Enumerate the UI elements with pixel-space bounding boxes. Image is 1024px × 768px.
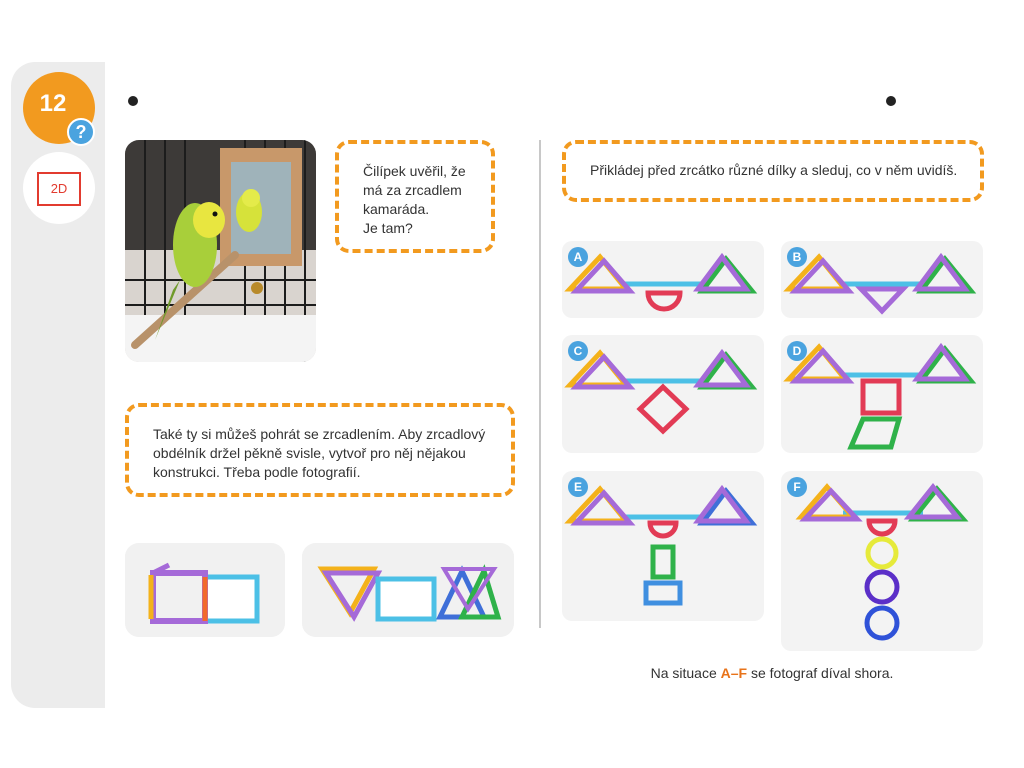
mirror-tile-b: B bbox=[781, 241, 983, 318]
mirror-tile-e: E bbox=[562, 471, 764, 621]
caption-highlight: A–F bbox=[720, 665, 748, 681]
page-number: 12 bbox=[39, 90, 67, 117]
bubble-line-2: má za zrcadlem bbox=[363, 182, 462, 198]
mirror-tile-d: D bbox=[781, 335, 983, 453]
pieces-instruction-text: Přikládej před zrcátko různé dílky a sle… bbox=[590, 162, 958, 178]
tile-label-b: B bbox=[787, 247, 807, 267]
bubble-line-4: Je tam? bbox=[363, 220, 413, 236]
tile-label-a: A bbox=[568, 247, 588, 267]
pieces-instruction-box: Přikládej před zrcátko různé dílky a sle… bbox=[562, 140, 984, 202]
tiles-caption: Na situace A–F se fotograf díval shora. bbox=[560, 665, 984, 681]
tile-label-c: C bbox=[568, 341, 588, 361]
bubble-line-1: Čilípek uvěřil, že bbox=[363, 163, 466, 179]
column-divider bbox=[539, 140, 541, 628]
tile-label-f: F bbox=[787, 477, 807, 497]
binder-hole-right bbox=[886, 96, 896, 106]
parrot-mirror-photo bbox=[125, 140, 316, 362]
mirror-tile-c: C bbox=[562, 335, 764, 453]
bubble-line-3: kamaráda. bbox=[363, 201, 430, 217]
tile-label-e: E bbox=[568, 477, 588, 497]
construction-photo-1 bbox=[125, 543, 285, 637]
caption-before: Na situace bbox=[650, 665, 721, 681]
construction-photo-2 bbox=[302, 543, 514, 637]
question-mark-icon[interactable]: ? bbox=[67, 118, 95, 146]
mirror-instruction-box: Také ty si můžeš pohrát se zrcadlením. A… bbox=[125, 403, 515, 497]
mirror-tile-a: A bbox=[562, 241, 764, 318]
tile-label-d: D bbox=[787, 341, 807, 361]
mode-indicator: 2D bbox=[23, 152, 95, 224]
mode-label: 2D bbox=[37, 172, 81, 206]
binder-hole-left bbox=[128, 96, 138, 106]
mirror-instruction-text: Také ty si můžeš pohrát se zrcadlením. A… bbox=[153, 426, 486, 480]
caption-after: se fotograf díval shora. bbox=[747, 665, 894, 681]
mirror-tile-f: F bbox=[781, 471, 983, 651]
page-number-badge: 12 ? bbox=[23, 72, 95, 146]
speech-bubble: Čilípek uvěřil, že má za zrcadlem kamará… bbox=[335, 140, 495, 253]
